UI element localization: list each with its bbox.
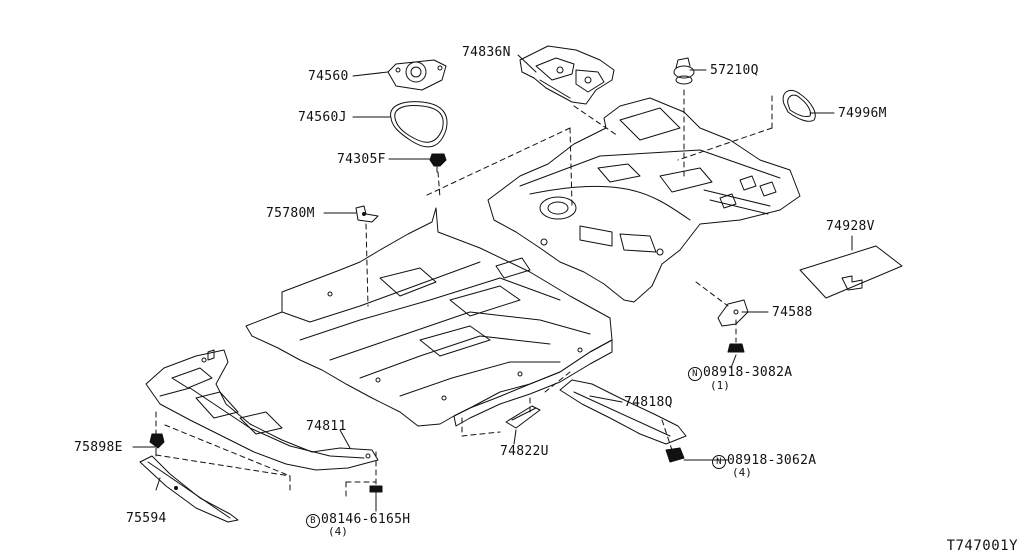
bolt-symbol: B bbox=[306, 514, 320, 528]
label-74836N: 74836N bbox=[462, 45, 511, 60]
part-number: 08918-3082A bbox=[703, 365, 793, 380]
part-74305F-clip bbox=[429, 153, 447, 173]
label-74560: 74560 bbox=[308, 69, 349, 84]
label-74822U: 74822U bbox=[500, 444, 549, 459]
part-75594-strip bbox=[139, 455, 239, 523]
part-74811-undercover bbox=[145, 349, 379, 471]
label-74811: 74811 bbox=[306, 419, 347, 434]
qty-08918-3062A: (4) bbox=[732, 466, 752, 479]
qty-08146-6165H: (4) bbox=[328, 525, 348, 538]
part-74996M-ring bbox=[782, 89, 816, 122]
part-number: 08918-3062A bbox=[727, 453, 817, 468]
part-74588-bracket bbox=[717, 299, 749, 353]
label-75898E: 75898E bbox=[74, 440, 123, 455]
label-74305F: 74305F bbox=[337, 152, 386, 167]
part-74928V-pad bbox=[799, 245, 903, 299]
part-74836N-panel bbox=[519, 45, 615, 105]
label-74818Q: 74818Q bbox=[624, 395, 673, 410]
part-74822U-bracket bbox=[505, 405, 541, 429]
part-57210Q-grommet bbox=[673, 57, 695, 85]
label-75594: 75594 bbox=[126, 511, 167, 526]
part-75898E-clip bbox=[149, 433, 165, 457]
part-74560-plate bbox=[387, 59, 447, 91]
part-74818Q-member bbox=[559, 379, 687, 463]
nut-symbol: N bbox=[688, 367, 702, 381]
label-74560J: 74560J bbox=[298, 110, 347, 125]
label-75780M: 75780M bbox=[266, 206, 315, 221]
front-floor-panel bbox=[245, 207, 613, 427]
part-74560J-seal bbox=[390, 101, 448, 148]
rear-floor-panel bbox=[487, 97, 801, 303]
label-74588: 74588 bbox=[772, 305, 813, 320]
part-75780M-bracket bbox=[355, 205, 379, 223]
qty-08918-3082A: (1) bbox=[710, 379, 730, 392]
label-74928V: 74928V bbox=[826, 219, 875, 234]
label-74996M: 74996M bbox=[838, 106, 887, 121]
part-number: 08146-6165H bbox=[321, 512, 411, 527]
leader-lines bbox=[132, 54, 853, 512]
label-57210Q: 57210Q bbox=[710, 63, 759, 78]
diagram-code: T747001Y bbox=[946, 538, 1018, 554]
nut-symbol: N bbox=[712, 455, 726, 469]
part-08146-6165H-bolt bbox=[369, 485, 383, 501]
